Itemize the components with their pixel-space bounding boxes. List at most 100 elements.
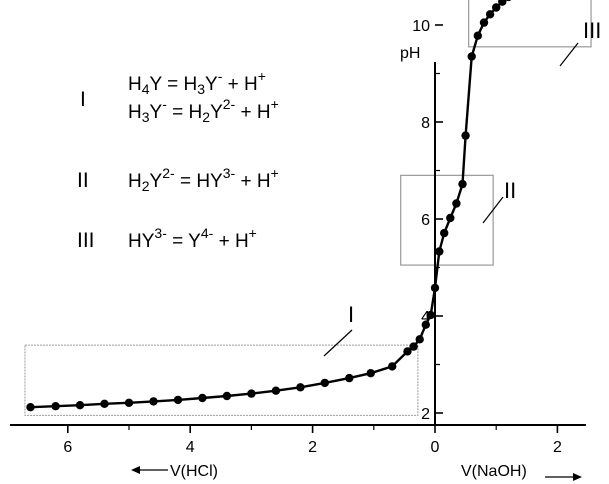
- data-point: [467, 52, 476, 61]
- data-point: [505, 0, 512, 2]
- data-point: [271, 386, 281, 395]
- x-axis-label-left: V(HCl): [170, 463, 218, 480]
- region-label-III: III: [583, 18, 601, 43]
- equation-text: H: [128, 102, 142, 123]
- subscript: 2: [202, 109, 210, 125]
- region-box-III: [468, 0, 592, 48]
- data-point: [435, 247, 444, 256]
- data-point: [473, 31, 482, 40]
- titration-curve-line: [30, 0, 507, 409]
- data-point: [440, 228, 449, 238]
- data-point: [452, 199, 461, 208]
- superscript: 3-: [154, 225, 167, 241]
- data-point: [26, 403, 35, 412]
- superscript: +: [249, 225, 257, 241]
- y-tick-label: 8: [421, 115, 430, 132]
- data-point: [366, 369, 375, 378]
- region-pointer-I: [323, 329, 353, 357]
- subscript: 3: [142, 109, 150, 125]
- superscript: 2-: [223, 96, 236, 112]
- data-point: [345, 373, 354, 383]
- data-point: [198, 393, 207, 403]
- equation-text: + H: [235, 171, 270, 192]
- data-point: [403, 347, 412, 356]
- data-point: [426, 310, 435, 320]
- data-point: [222, 391, 232, 401]
- x-tick-label: 2: [308, 439, 317, 456]
- equation-text: + H: [235, 102, 270, 123]
- equation-text: Y = H: [150, 74, 198, 95]
- data-point: [100, 399, 109, 408]
- equation-text: Y: [205, 74, 218, 95]
- data-point: [247, 389, 256, 398]
- data-point: [461, 131, 470, 140]
- equation-number-II: II: [77, 169, 89, 192]
- region-pointer-II: [482, 196, 504, 224]
- region-box-II: [400, 174, 494, 266]
- data-point: [498, 0, 507, 6]
- y-tick-label: 6: [421, 212, 430, 229]
- y-tick-label: 2: [421, 406, 430, 423]
- x-axis-label-right: V(NaOH): [461, 463, 527, 480]
- region-box-I: [24, 344, 419, 416]
- data-point: [479, 18, 489, 27]
- equation-I-line-1: H4Y = H3Y- + H+: [128, 68, 266, 97]
- data-point: [458, 179, 467, 189]
- right-arrow-head: [573, 473, 582, 481]
- equation-I-line-2: H3Y- = H2Y2- + H+: [128, 96, 279, 125]
- x-tick-label: 2: [553, 439, 562, 456]
- titration-curve-series: [26, 0, 512, 412]
- equation-II-line-1: H2Y2- = HY3- + H+: [128, 165, 279, 194]
- equation-text: HY: [128, 231, 155, 252]
- left-arrow-head: [131, 466, 140, 474]
- data-point: [388, 362, 397, 371]
- subscript: 3: [197, 81, 205, 97]
- data-point: [320, 378, 329, 388]
- data-point: [173, 395, 183, 405]
- data-point: [51, 402, 60, 411]
- y-axis-label: pH: [400, 45, 420, 62]
- data-point: [296, 383, 305, 392]
- region-label-II: II: [504, 178, 516, 203]
- y-tick-label: 10: [412, 18, 430, 35]
- equation-text: = Y: [167, 231, 201, 252]
- superscript: -: [162, 96, 167, 112]
- equation-text: H: [128, 171, 142, 192]
- data-point: [149, 397, 158, 406]
- equation-text: H: [128, 74, 142, 95]
- superscript: 3-: [223, 165, 236, 181]
- equation-text: Y: [150, 102, 163, 123]
- data-point: [409, 342, 418, 351]
- data-point: [124, 398, 134, 407]
- data-point: [485, 10, 495, 19]
- data-point: [446, 213, 455, 223]
- region-pointer-III: [559, 42, 579, 67]
- equation-text: Y: [150, 171, 163, 192]
- equation-text: + H: [222, 74, 257, 95]
- data-point: [415, 335, 424, 344]
- equation-III-line-1: HY3- = Y4- + H+: [128, 225, 257, 252]
- y-tick-label: 4: [421, 309, 430, 326]
- equation-number-I: I: [80, 88, 86, 111]
- superscript: +: [271, 165, 279, 181]
- x-tick-label: 6: [63, 439, 72, 456]
- equation-text: Y: [210, 102, 223, 123]
- x-tick-label: 4: [186, 439, 195, 456]
- x-tick-label: 0: [431, 439, 440, 456]
- equation-text: + H: [213, 231, 248, 252]
- equation-number-III: III: [77, 229, 95, 252]
- data-point: [421, 320, 430, 329]
- superscript: 2-: [162, 165, 175, 181]
- data-point: [492, 3, 501, 12]
- data-point: [75, 401, 85, 410]
- superscript: 4-: [201, 225, 214, 241]
- superscript: +: [258, 68, 266, 84]
- region-label-I: I: [348, 302, 354, 327]
- data-point: [430, 283, 440, 293]
- superscript: -: [218, 68, 223, 84]
- superscript: +: [271, 96, 279, 112]
